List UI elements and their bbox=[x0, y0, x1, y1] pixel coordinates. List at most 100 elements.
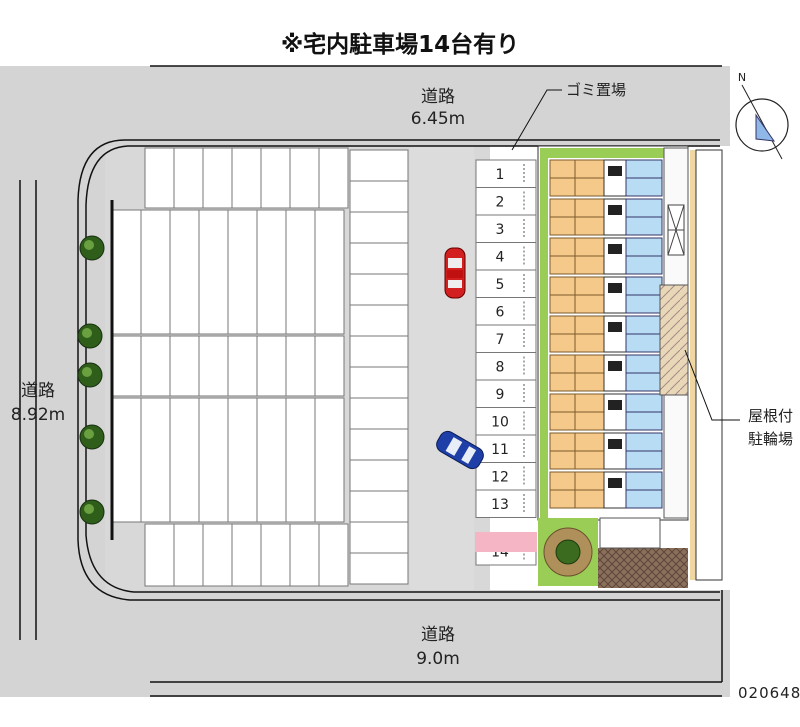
parking-slot bbox=[349, 211, 409, 244]
parking-slot bbox=[140, 209, 171, 335]
parking-slot bbox=[173, 523, 204, 587]
parking-slot bbox=[144, 147, 175, 209]
compass-icon: N bbox=[735, 71, 789, 160]
svg-text:屋根付: 屋根付 bbox=[748, 407, 793, 425]
parking-slot bbox=[349, 304, 409, 337]
covered-bike-parking bbox=[659, 149, 723, 581]
parking-slot bbox=[198, 397, 229, 523]
parking-space-2: 2 bbox=[475, 187, 537, 216]
parking-space-number: 11 bbox=[491, 442, 509, 458]
parking-slot bbox=[285, 209, 316, 335]
svg-text:道路: 道路 bbox=[421, 625, 455, 645]
parking-slot bbox=[314, 335, 345, 397]
apartment-units bbox=[549, 159, 663, 509]
parking-slot bbox=[349, 552, 409, 585]
parking-space-number: 10 bbox=[491, 414, 509, 430]
parking-space-12: 12 bbox=[475, 462, 537, 491]
garden-area bbox=[538, 517, 688, 588]
parking-slot bbox=[144, 523, 175, 587]
parking-slot bbox=[349, 459, 409, 492]
parking-space-number: 5 bbox=[496, 277, 505, 293]
parking-slot bbox=[169, 397, 200, 523]
parking-space-number: 1 bbox=[496, 167, 505, 183]
parking-slot bbox=[140, 397, 171, 523]
parking-slot bbox=[349, 273, 409, 306]
red-car-icon bbox=[444, 247, 466, 299]
parking-space-13: 13 bbox=[475, 489, 537, 518]
parking-space-7: 7 bbox=[475, 324, 537, 353]
parking-space-number: 13 bbox=[491, 497, 509, 513]
parking-slot bbox=[349, 521, 409, 554]
parking-slot bbox=[314, 397, 345, 523]
tree-icon bbox=[77, 323, 103, 349]
parking-space-number: 9 bbox=[496, 387, 505, 403]
parking-slot bbox=[227, 397, 258, 523]
parking-slot bbox=[227, 335, 258, 397]
parking-slot bbox=[314, 209, 345, 335]
parking-space-5: 5 bbox=[475, 269, 537, 298]
parking-slot bbox=[349, 490, 409, 523]
road-label-left: 道路 8.92m bbox=[11, 381, 65, 425]
svg-text:6.45m: 6.45m bbox=[411, 109, 465, 129]
garbage-label: ゴミ置場 bbox=[511, 81, 626, 151]
svg-text:道路: 道路 bbox=[421, 87, 455, 107]
apartment-unit bbox=[549, 471, 663, 509]
trees bbox=[77, 235, 105, 525]
parking-space-number: 8 bbox=[496, 359, 505, 375]
parking-slot bbox=[285, 397, 316, 523]
road-label-bottom: 道路 9.0m bbox=[416, 625, 460, 669]
road-label-top: 道路 6.45m bbox=[411, 87, 465, 129]
parking-slot bbox=[256, 209, 287, 335]
parking-space-1: 1 bbox=[475, 159, 537, 188]
parking-slot bbox=[349, 149, 409, 182]
parking-space-9: 9 bbox=[475, 379, 537, 408]
parking-space-4: 4 bbox=[475, 242, 537, 271]
parking-slots bbox=[110, 147, 409, 587]
parking-slot bbox=[140, 335, 171, 397]
parking-slot bbox=[111, 209, 142, 335]
parking-slot bbox=[349, 366, 409, 399]
parking-slot bbox=[202, 523, 233, 587]
parking-slot bbox=[289, 147, 320, 209]
svg-text:駐輪場: 駐輪場 bbox=[748, 430, 793, 448]
parking-slot bbox=[111, 335, 142, 397]
parking-slot bbox=[289, 523, 320, 587]
parking-space-11: 11 bbox=[475, 434, 537, 463]
parking-slot bbox=[169, 335, 200, 397]
parking-slot bbox=[227, 209, 258, 335]
parking-slot bbox=[349, 335, 409, 368]
parking-space-number: 4 bbox=[496, 249, 505, 265]
parking-slot bbox=[349, 180, 409, 213]
parking-space-number: 6 bbox=[496, 304, 505, 320]
parking-slot bbox=[349, 428, 409, 461]
parking-slot bbox=[318, 147, 349, 209]
parking-slot bbox=[260, 523, 291, 587]
parking-slot bbox=[318, 523, 349, 587]
apartment-unit bbox=[549, 198, 663, 236]
svg-text:9.0m: 9.0m bbox=[416, 649, 460, 669]
apartment-unit bbox=[549, 276, 663, 314]
parking-space-10: 10 bbox=[475, 407, 537, 436]
parking-slot bbox=[256, 335, 287, 397]
blue-car-icon bbox=[436, 430, 484, 470]
tree-icon bbox=[79, 424, 105, 450]
compass-north: N bbox=[738, 71, 746, 84]
map-code: 020648 bbox=[738, 684, 800, 702]
page-title: ※宅内駐車場14台有り bbox=[281, 31, 519, 58]
tree-icon bbox=[77, 362, 103, 388]
parking-space-number: 3 bbox=[496, 222, 505, 238]
parking-space-number: 12 bbox=[491, 469, 509, 485]
driveway bbox=[410, 146, 474, 590]
apartment-unit bbox=[549, 159, 663, 197]
pink-area bbox=[475, 532, 537, 552]
parking-space-6: 6 bbox=[475, 297, 537, 326]
bike-parking-label: 屋根付 駐輪場 bbox=[684, 349, 793, 448]
parking-slot bbox=[349, 242, 409, 275]
apartment-unit bbox=[549, 393, 663, 431]
parking-slot bbox=[198, 209, 229, 335]
svg-text:道路: 道路 bbox=[21, 381, 55, 401]
parking-slot bbox=[285, 335, 316, 397]
tree-icon bbox=[79, 235, 105, 261]
